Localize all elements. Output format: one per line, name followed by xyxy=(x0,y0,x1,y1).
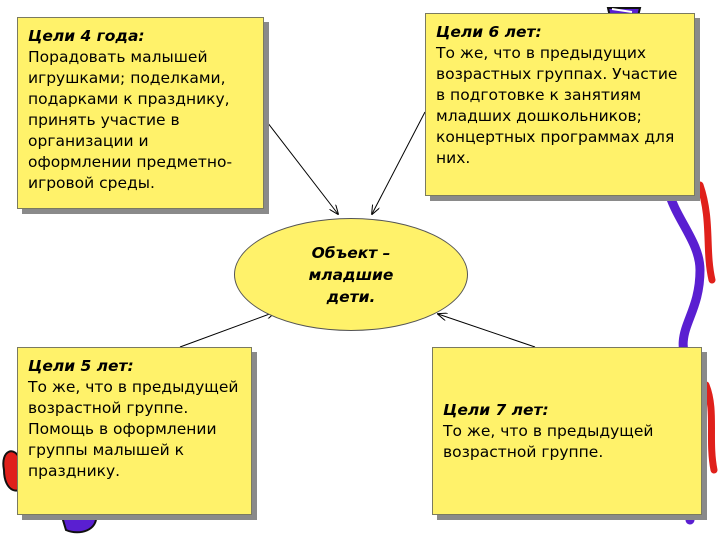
goals-age5-text: То же, что в предыдущей возрастной групп… xyxy=(28,378,239,480)
goals-age7-title: Цели 7 лет: xyxy=(443,401,549,419)
goals-age5-box: Цели 5 лет: То же, что в предыдущей возр… xyxy=(17,347,252,515)
goals-age6-text: То же, что в предыдущих возрастных групп… xyxy=(436,44,678,167)
goals-age6-title: Цели 6 лет: xyxy=(436,23,542,41)
center-ellipse: Объект – младшие дети. xyxy=(234,218,468,331)
red-ribbon-decoration xyxy=(696,181,718,474)
goals-age4-title: Цели 4 года: xyxy=(28,27,145,45)
goals-age5-title: Цели 5 лет: xyxy=(28,357,134,375)
goals-age4-box: Цели 4 года: Порадовать малышей игрушкам… xyxy=(17,17,264,209)
center-label: Объект – младшие дети. xyxy=(308,243,394,306)
goals-age4-text: Порадовать малышей игрушками; поделками,… xyxy=(28,48,233,192)
arrow-age6-to-center xyxy=(372,111,426,214)
arrow-age5-to-center xyxy=(179,312,275,348)
arrow-age7-to-center xyxy=(438,314,536,348)
arrow-age4-to-center xyxy=(263,117,338,214)
goals-age7-text: То же, что в предыдущей возрастной групп… xyxy=(443,422,654,461)
goals-age6-box: Цели 6 лет: То же, что в предыдущих возр… xyxy=(425,13,695,196)
goals-age7-box: Цели 7 лет: То же, что в предыдущей возр… xyxy=(432,347,702,515)
